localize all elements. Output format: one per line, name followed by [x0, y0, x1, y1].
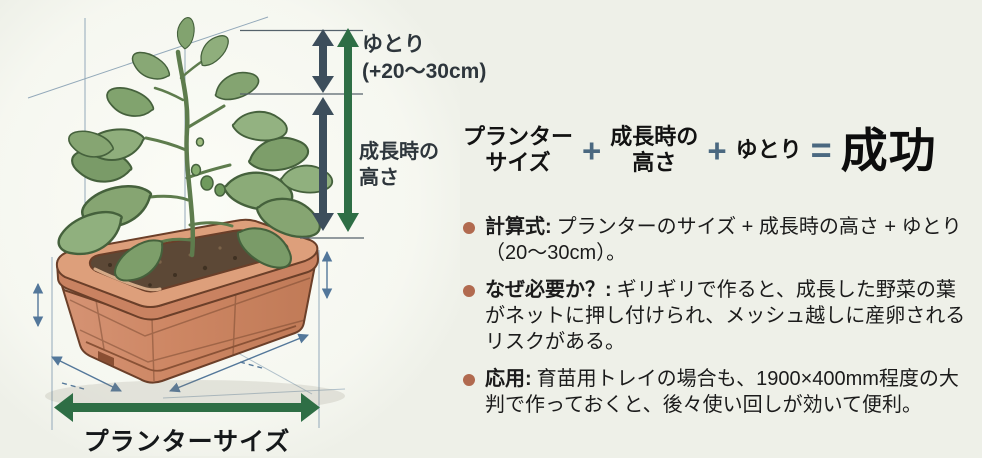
bullet-dot: [463, 285, 475, 297]
growth-label-line2: 高さ: [359, 167, 399, 189]
formula-term-growth-height: 成長時の 高さ: [610, 124, 699, 175]
bullet-dot: [463, 374, 475, 386]
note-lead: 応用:: [485, 368, 532, 390]
sizing-formula: プランター サイズ + 成長時の 高さ + ゆとり = 成功: [463, 106, 975, 194]
formula-result: 成功: [840, 123, 937, 177]
growth-height-arrow: [312, 97, 334, 231]
bullet-dot: [463, 222, 475, 234]
plus-operator: +: [707, 131, 727, 169]
note-formula: 計算式:プランターのサイズ + 成長時の高さ + ゆとり（20〜30cm）。: [463, 214, 969, 266]
planter-size-arrow: [54, 393, 320, 422]
plant-fruits: [190, 137, 226, 197]
plus-operator: +: [582, 131, 602, 169]
note-lead: 計算式:: [485, 216, 552, 238]
planter-illustration: [0, 0, 460, 456]
note-lead: なぜ必要か？:: [485, 279, 612, 301]
total-height-arrow: [337, 28, 359, 232]
note-application: 応用:育苗用トレイの場合も、1900×400mm程度の大判で作っておくと、後々使…: [463, 366, 969, 418]
formula-term-planter-size: プランター サイズ: [463, 124, 574, 175]
note-why-needed: なぜ必要か？:ギリギリで作ると、成長した野菜の葉がネットに押し付けられ、メッシュ…: [463, 277, 969, 355]
growth-height-dimension-label: 成長時の 高さ: [359, 139, 439, 191]
note-body: 育苗用トレイの場合も、1900×400mm程度の大判で作っておくと、後々使い回し…: [485, 368, 959, 416]
note-body: プランターのサイズ + 成長時の高さ + ゆとり（20〜30cm）。: [485, 216, 962, 264]
formula-term-clearance: ゆとり: [735, 137, 802, 163]
clearance-label-line2: (+20〜30cm): [362, 60, 487, 83]
measure-boundary-lines: [240, 29, 364, 239]
clearance-dimension-label: ゆとり (+20〜30cm): [362, 31, 486, 85]
vegetable-plant: [51, 15, 335, 290]
clearance-arrow: [312, 29, 334, 93]
growth-label-line1: 成長時の: [359, 141, 439, 163]
planter-size-dimension-label: プランターサイズ: [83, 428, 291, 456]
notes-list: 計算式:プランターのサイズ + 成長時の高さ + ゆとり（20〜30cm）。 な…: [463, 214, 969, 429]
note-body: ギリギリで作ると、成長した野菜の葉がネットに押し付けられ、メッシュ越しに産卵され…: [485, 279, 966, 353]
equals-operator: =: [810, 129, 832, 170]
clearance-label-line1: ゆとり: [362, 33, 425, 56]
